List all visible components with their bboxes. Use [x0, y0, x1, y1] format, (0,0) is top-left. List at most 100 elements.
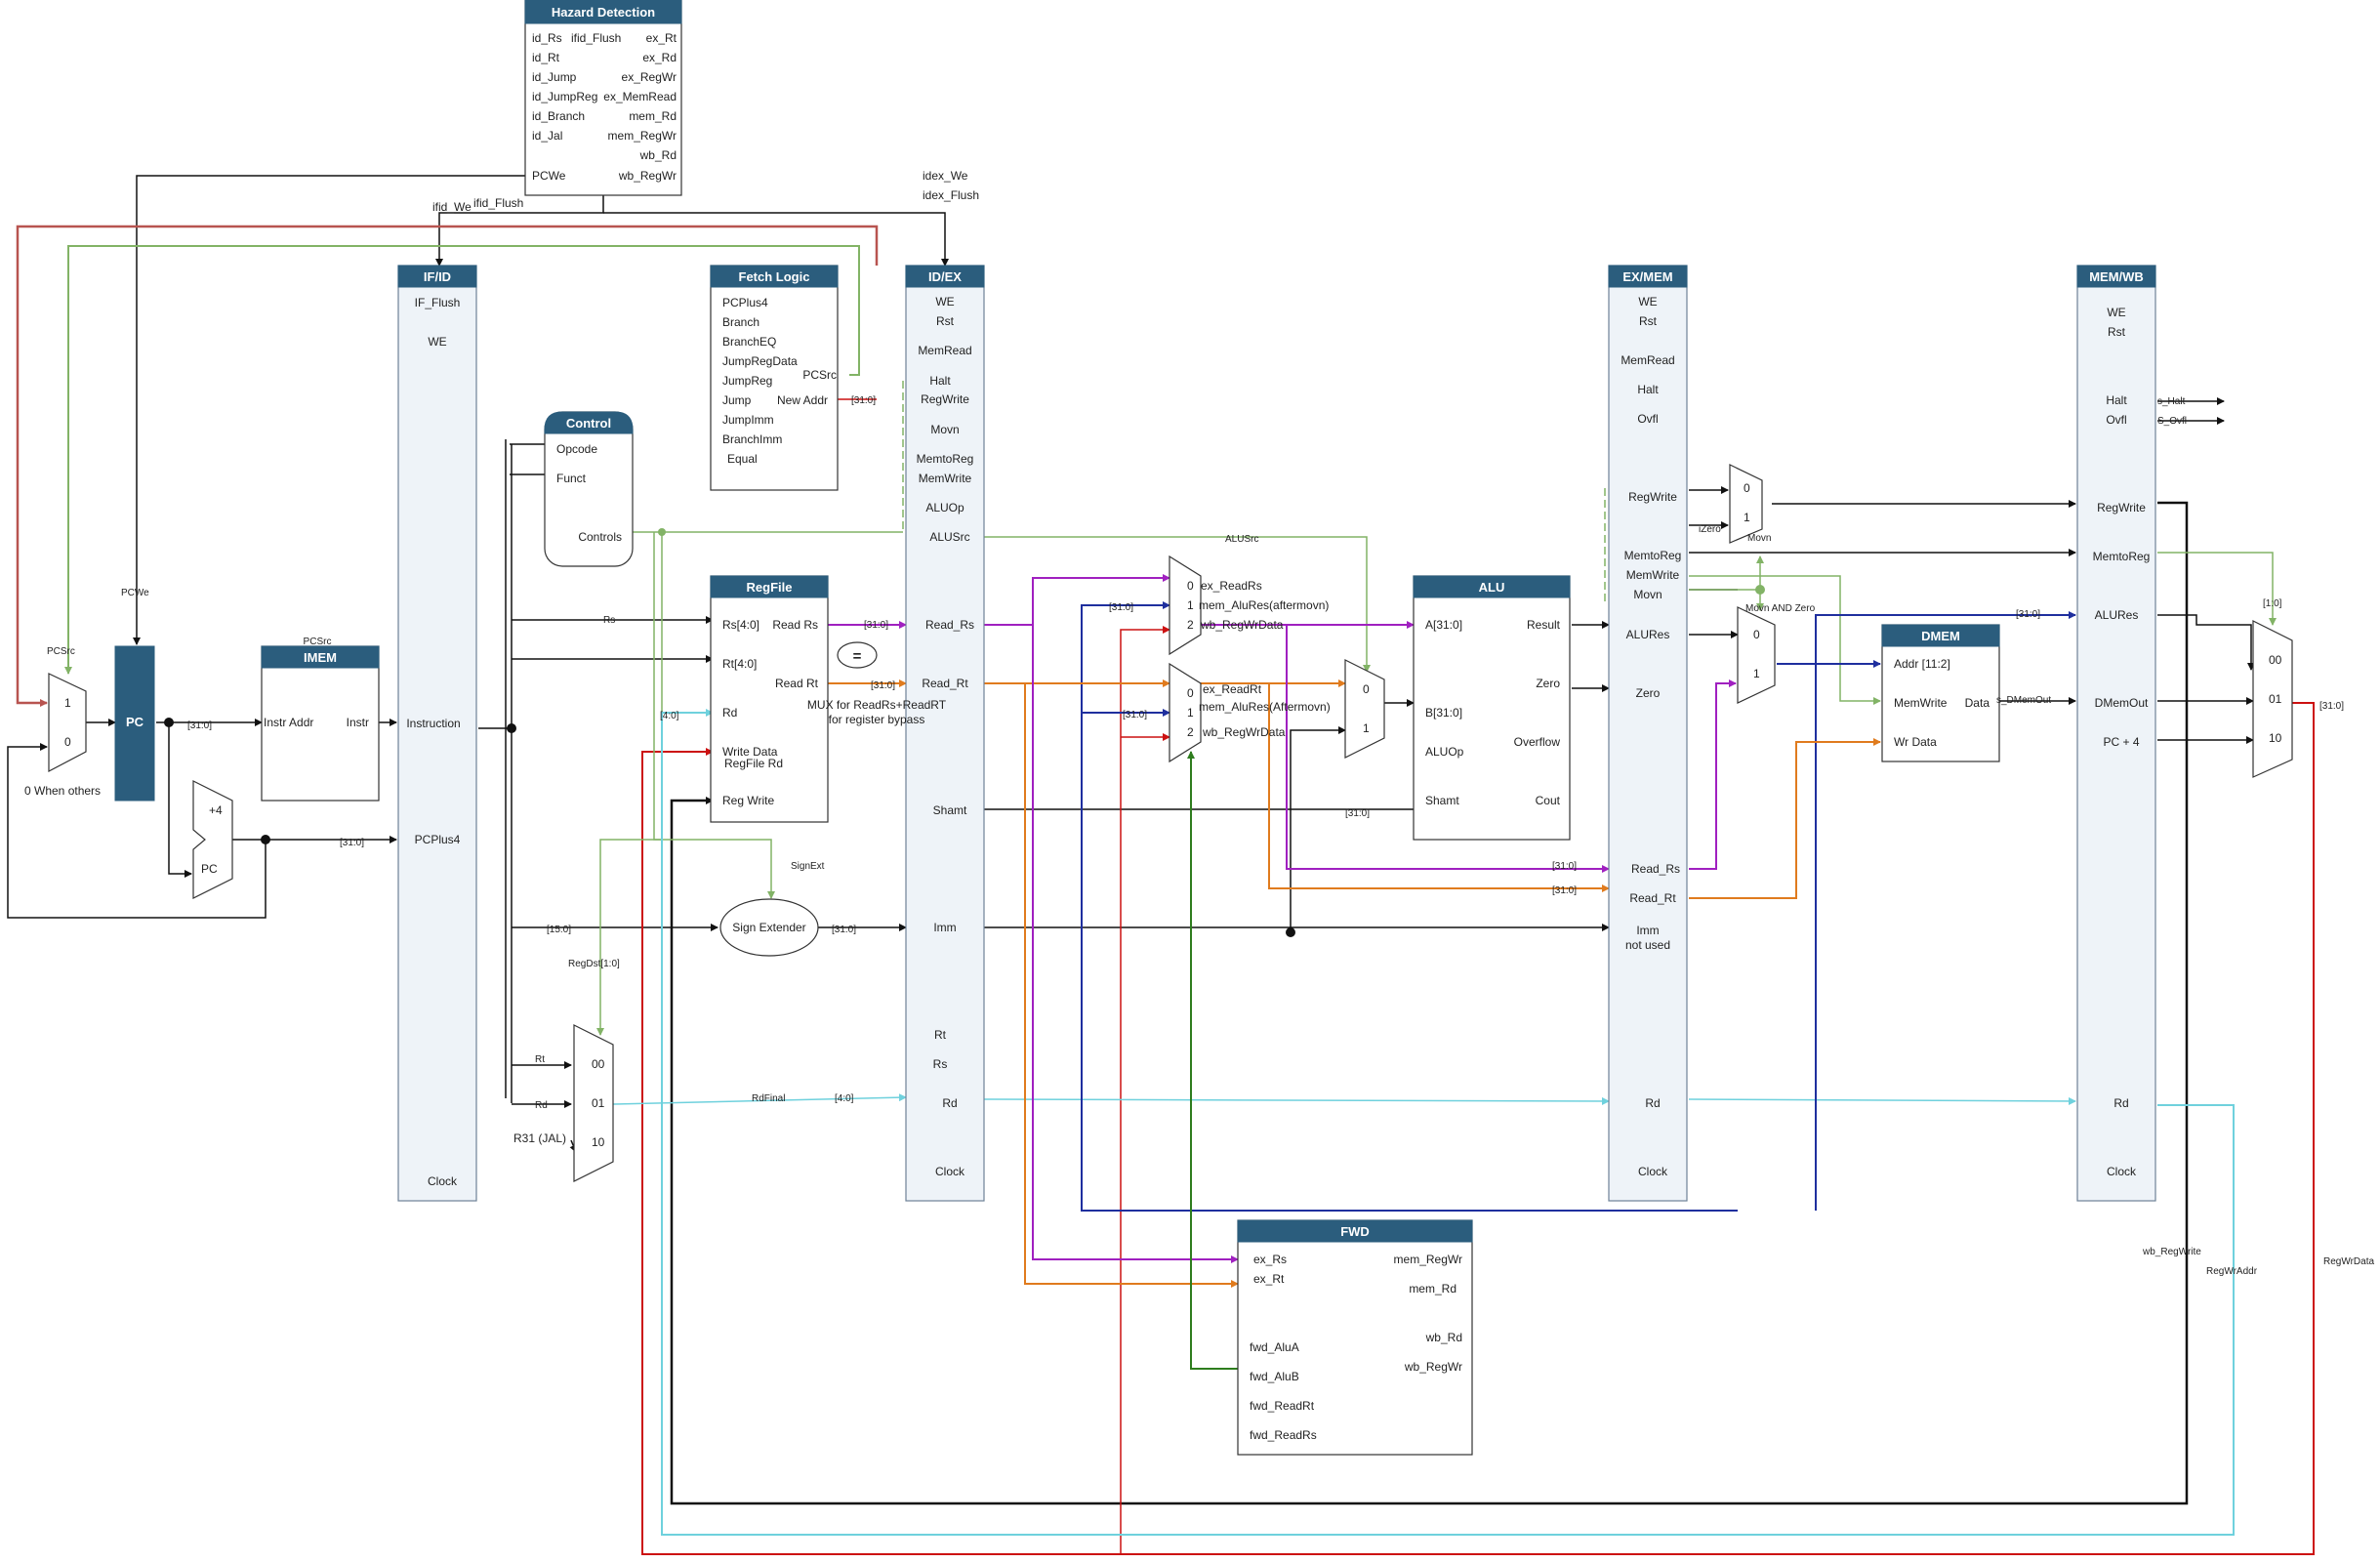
control-title: Control: [566, 416, 611, 431]
control-block: Control Opcode Funct Controls: [544, 411, 634, 567]
hazard-out-1: ex_Rd: [642, 51, 677, 64]
exmem-movn: Movn: [1633, 588, 1662, 601]
fetch-in-5: Jump: [722, 393, 752, 407]
label-rdfinal: RdFinal: [752, 1093, 785, 1104]
junction-dot: [1286, 927, 1295, 937]
bus-label: [31:0]: [1345, 808, 1370, 819]
wbmux-in-0: 00: [2269, 653, 2282, 667]
control-opcode: Opcode: [556, 442, 597, 456]
wire-rs-fwd: [1032, 625, 1239, 1263]
muxrt-label-1: mem_AluRes(Aftermovn): [1199, 700, 1331, 714]
label-movn-and-zero: Movn AND Zero: [1745, 603, 1816, 614]
bus-label: [4:0]: [835, 1093, 854, 1104]
exmem-title: EX/MEM: [1622, 269, 1672, 284]
ifid-clock: Clock: [428, 1174, 458, 1188]
wire-alures-wb: [1815, 611, 2076, 1211]
idex-rst: Rst: [936, 314, 955, 328]
wire-wb-rd: [661, 709, 2235, 1536]
wire-dmem-wrdata: [1689, 738, 1881, 899]
muxrs-label-2: wb_RegWrData: [1200, 618, 1284, 632]
wire-fwd-select: [1187, 751, 1238, 1370]
bus-label: [31:0]: [1109, 602, 1133, 613]
alu-shamt: Shamt: [1425, 794, 1459, 807]
muxrt-in-0: 0: [1187, 686, 1194, 700]
label-ifid-flush: ifid_Flush: [473, 196, 523, 210]
junction-dot: [658, 528, 666, 536]
memwb-title: MEM/WB: [2089, 269, 2144, 284]
exmem-memwrite: MemWrite: [1626, 568, 1680, 582]
bus-label: [31:0]: [1552, 885, 1577, 896]
imem-block: IMEM Instr Addr Instr PCSrc: [261, 637, 380, 802]
dmem-wrdata: Wr Data: [1894, 735, 1937, 749]
wbmux-in-1: 01: [2269, 692, 2282, 706]
alusrc-mux: 0 1: [1344, 659, 1385, 759]
alu-block: ALU A[31:0] B[31:0] ALUOp Shamt Result Z…: [1413, 575, 1571, 841]
fwd-readrt: fwd_ReadRt: [1250, 1399, 1315, 1413]
regdst-mux: 00 01 10 Rt Rd R31 (JAL) RegDst[1:0]: [513, 959, 620, 1182]
regfile-regwrite: Reg Write: [722, 794, 774, 807]
exmem-halt: Halt: [1637, 383, 1659, 396]
hazard-title: Hazard Detection: [552, 5, 655, 20]
bus-label: [31:0]: [1123, 710, 1147, 720]
muxrt-in-1: 1: [1187, 706, 1194, 720]
wire-movn: [1689, 555, 1764, 591]
junctions: [164, 528, 1765, 937]
exmem-regwrite: RegWrite: [1628, 490, 1677, 504]
memwb-ovfl: Ovfl: [2106, 413, 2126, 427]
muxrt-in-2: 2: [1187, 725, 1194, 739]
fetch-in-2: BranchEQ: [722, 335, 776, 349]
memwb-dmemout: DMemOut: [2095, 696, 2149, 710]
dmem-title: DMEM: [1921, 629, 1960, 643]
exmem-register: EX/MEM WE Rst MemRead Halt Ovfl RegWrite…: [1608, 265, 1688, 1202]
memwb-rst: Rst: [2108, 325, 2126, 339]
label-regwraddr: RegWrAddr: [2206, 1266, 2258, 1277]
label-pcwe: PCWe: [121, 588, 149, 598]
alures-mux-in-1: 1: [1753, 667, 1760, 680]
alu-overflow: Overflow: [1514, 735, 1561, 749]
fwd-block: FWD ex_Rs ex_Rt fwd_AluA fwd_AluB fwd_Re…: [1237, 1219, 1473, 1456]
exmem-ovfl: Ovfl: [1637, 412, 1658, 426]
exmem-rd: Rd: [1645, 1096, 1660, 1110]
sign-extender-label: Sign Extender: [732, 921, 805, 934]
fwd-wbrd: wb_Rd: [1425, 1331, 1462, 1344]
memwb-register: MEM/WB WE Rst Halt Ovfl RegWrite MemtoRe…: [2076, 265, 2156, 1202]
signext-bus: [15:0]: [547, 925, 571, 935]
bus-label: [31:0]: [1552, 861, 1577, 872]
bus-label: [31:0]: [340, 838, 364, 848]
alu-b: B[31:0]: [1425, 706, 1462, 720]
fetch-newaddr: New Addr: [777, 393, 828, 407]
alu-result: Result: [1527, 618, 1561, 632]
memwb-memtoreg: MemtoReg: [2093, 550, 2151, 563]
ifid-pcplus4: PCPlus4: [415, 833, 461, 846]
wire-wbdata-muxrs: [1120, 626, 1170, 1554]
alures-mux-in-0: 0: [1753, 628, 1760, 641]
bus-label: [31:0]: [832, 925, 856, 935]
regfile-regfilerd: RegFile Rd: [724, 757, 783, 770]
wire-wb-regwrite: [670, 501, 2189, 1505]
wire-readrs-mux: [984, 574, 1170, 626]
muxrs-in-0: 0: [1187, 579, 1194, 593]
exmem-memread: MemRead: [1621, 353, 1674, 367]
fetch-in-6: JumpImm: [722, 413, 774, 427]
idex-imm: Imm: [933, 921, 956, 934]
wire-rs-exmem: [1286, 625, 1610, 873]
label-idex-flush: idex_Flush: [923, 188, 979, 202]
bus-label: [4:0]: [660, 711, 679, 721]
alu-aluop: ALUOp: [1425, 745, 1464, 759]
alu-title: ALU: [1479, 580, 1505, 595]
exmem-clock: Clock: [1638, 1165, 1668, 1178]
adder-pc: PC: [201, 862, 218, 876]
fwd-memrd: mem_Rd: [1409, 1282, 1457, 1296]
hazard-out-7: wb_RegWr: [618, 169, 677, 183]
pcmux-in0: 0: [64, 735, 71, 749]
hazard-in-1: id_Rt: [532, 51, 560, 64]
regwrite-mux-in-1: 1: [1744, 511, 1750, 524]
wire-newaddr: [16, 225, 879, 707]
exmem-zero: Zero: [1636, 686, 1661, 700]
memwb-clock: Clock: [2107, 1165, 2137, 1178]
hazard-out-2: ex_RegWr: [622, 70, 677, 84]
bus-label: [31:0]: [2016, 609, 2040, 620]
regdst-r31: R31 (JAL): [513, 1131, 566, 1145]
muxrs-label-0: ex_ReadRs: [1201, 579, 1262, 593]
wire-alusrc: [984, 536, 1371, 673]
